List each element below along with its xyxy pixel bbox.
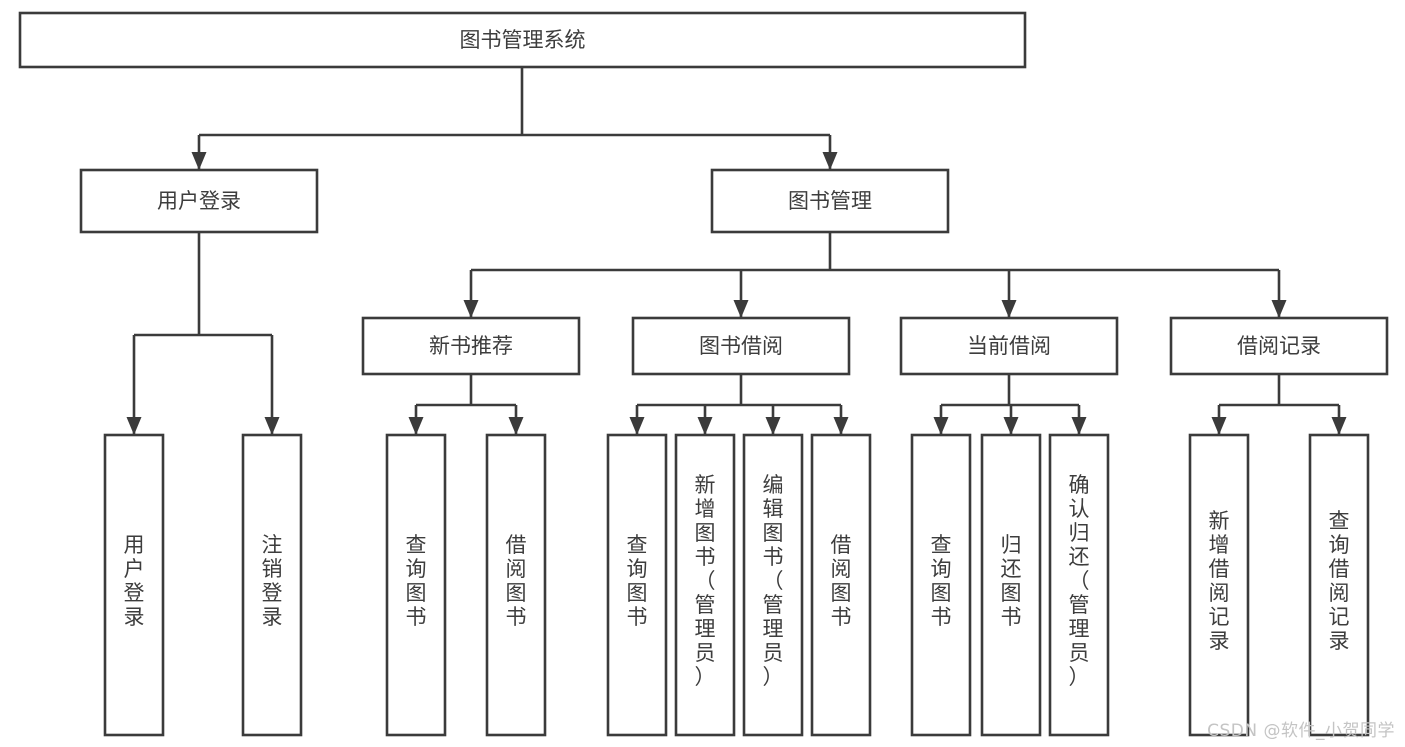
node-level1-0-label: 用户登录 — [157, 189, 241, 213]
node-leaf-9-label: 归还图书 — [1001, 533, 1022, 629]
node-leaf-11-box[interactable] — [1188, 433, 1250, 737]
node-leaf-9-box[interactable] — [980, 433, 1042, 737]
node-leaf-6-box[interactable] — [742, 433, 804, 737]
node-level2-3-label: 借阅记录 — [1237, 334, 1321, 358]
node-leaf-8-box[interactable] — [910, 433, 972, 737]
arrow-head-icon — [1071, 417, 1087, 435]
node-root[interactable]: 图书管理系统 — [18, 11, 1027, 69]
node-level2-2-box[interactable] — [899, 316, 1119, 376]
node-leaf-10[interactable]: 确认归还（管理员） — [1048, 433, 1110, 737]
node-leaf-3-label: 借阅图书 — [506, 533, 527, 629]
node-leaf-12[interactable]: 查询借阅记录 — [1308, 433, 1370, 737]
node-leaf-4[interactable]: 查询图书 — [606, 433, 668, 737]
arrow-head-icon — [1001, 300, 1017, 318]
node-leaf-11[interactable]: 新增借阅记录 — [1188, 433, 1250, 737]
arrow-head-icon — [408, 417, 424, 435]
node-leaf-4-label: 查询图书 — [627, 533, 648, 629]
node-level1-0-box[interactable] — [79, 168, 319, 234]
node-leaf-10-label: 确认归还（管理员） — [1069, 473, 1090, 689]
node-leaf-2-box[interactable] — [385, 433, 447, 737]
node-leaf-5-label: 新增图书（管理员） — [695, 473, 716, 689]
node-leaf-2[interactable]: 查询图书 — [385, 433, 447, 737]
nodes-layer: 图书管理系统用户登录图书管理新书推荐图书借阅当前借阅借阅记录用户登录注销登录查询… — [18, 11, 1389, 737]
node-level2-3[interactable]: 借阅记录 — [1169, 316, 1389, 376]
node-leaf-0-label: 用户登录 — [124, 533, 145, 629]
node-leaf-8[interactable]: 查询图书 — [910, 433, 972, 737]
arrow-head-icon — [822, 152, 838, 170]
node-level2-1-label: 图书借阅 — [699, 334, 783, 358]
node-leaf-3-box[interactable] — [485, 433, 547, 737]
node-leaf-1-label: 注销登录 — [262, 533, 283, 629]
node-leaf-12-box[interactable] — [1308, 433, 1370, 737]
node-leaf-7-label: 借阅图书 — [831, 533, 852, 629]
node-leaf-1-box[interactable] — [241, 433, 303, 737]
node-leaf-5-box[interactable] — [674, 433, 736, 737]
node-leaf-7[interactable]: 借阅图书 — [810, 433, 872, 737]
node-leaf-8-label: 查询图书 — [931, 533, 952, 629]
node-level2-2-label: 当前借阅 — [967, 334, 1051, 358]
node-leaf-4-box[interactable] — [606, 433, 668, 737]
node-leaf-6-label: 编辑图书（管理员） — [763, 473, 784, 689]
node-level2-3-box[interactable] — [1169, 316, 1389, 376]
node-leaf-0-box[interactable] — [103, 433, 165, 737]
node-level1-1-label: 图书管理 — [788, 189, 872, 213]
arrow-head-icon — [264, 417, 280, 435]
node-level2-1-box[interactable] — [631, 316, 851, 376]
node-leaf-0[interactable]: 用户登录 — [103, 433, 165, 737]
arrow-head-icon — [191, 152, 207, 170]
node-leaf-12-label: 查询借阅记录 — [1329, 509, 1350, 653]
node-level2-2[interactable]: 当前借阅 — [899, 316, 1119, 376]
node-level1-1[interactable]: 图书管理 — [710, 168, 950, 234]
node-level1-1-box[interactable] — [710, 168, 950, 234]
node-level2-1[interactable]: 图书借阅 — [631, 316, 851, 376]
arrow-head-icon — [733, 300, 749, 318]
node-leaf-11-label: 新增借阅记录 — [1209, 509, 1230, 653]
node-root-label: 图书管理系统 — [460, 28, 586, 52]
node-root-box[interactable] — [18, 11, 1027, 69]
arrow-head-icon — [463, 300, 479, 318]
arrow-head-icon — [1271, 300, 1287, 318]
node-leaf-2-label: 查询图书 — [406, 533, 427, 629]
edges-layer — [126, 67, 1347, 435]
node-level1-0[interactable]: 用户登录 — [79, 168, 319, 234]
arrow-head-icon — [833, 417, 849, 435]
arrow-head-icon — [508, 417, 524, 435]
arrow-head-icon — [629, 417, 645, 435]
node-level2-0[interactable]: 新书推荐 — [361, 316, 581, 376]
arrow-head-icon — [697, 417, 713, 435]
node-leaf-9[interactable]: 归还图书 — [980, 433, 1042, 737]
node-level2-0-label: 新书推荐 — [429, 334, 513, 358]
node-leaf-10-box[interactable] — [1048, 433, 1110, 737]
node-leaf-5[interactable]: 新增图书（管理员） — [674, 433, 736, 737]
arrow-head-icon — [1331, 417, 1347, 435]
node-leaf-7-box[interactable] — [810, 433, 872, 737]
arrow-head-icon — [933, 417, 949, 435]
node-leaf-3[interactable]: 借阅图书 — [485, 433, 547, 737]
arrow-head-icon — [1003, 417, 1019, 435]
arrow-head-icon — [1211, 417, 1227, 435]
arrow-head-icon — [126, 417, 142, 435]
node-level2-0-box[interactable] — [361, 316, 581, 376]
arrow-head-icon — [765, 417, 781, 435]
watermark-text: CSDN @软件_小贺同学 — [1207, 721, 1395, 741]
node-leaf-6[interactable]: 编辑图书（管理员） — [742, 433, 804, 737]
node-leaf-1[interactable]: 注销登录 — [241, 433, 303, 737]
